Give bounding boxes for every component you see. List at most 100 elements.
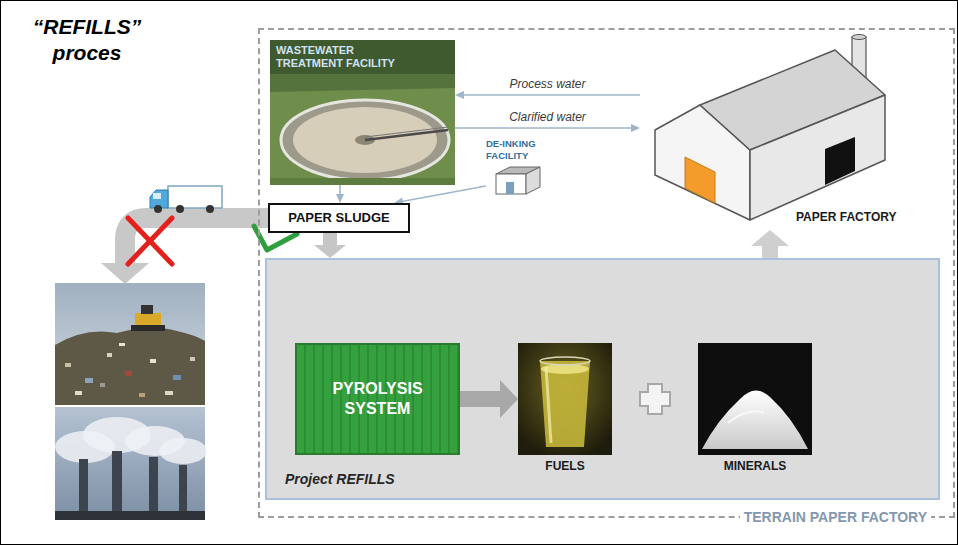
arrow-head [500, 380, 518, 418]
disposal-arrow [101, 263, 149, 284]
fuel-photo [518, 343, 612, 455]
fuels-item: FUELS [518, 343, 612, 481]
landfill-photo [100, 383, 105, 387]
plus-sign [640, 384, 670, 414]
wastewater-facility: WASTEWATER TREATMENT FACILITY [270, 40, 455, 185]
flow-label-holder: Process water [507, 77, 587, 91]
facility-label: DE-INKING FACILITY [486, 138, 550, 162]
arrow-shaft [460, 391, 501, 407]
flow-label-holder: Clarified water [507, 110, 588, 124]
arrow-head [336, 194, 344, 203]
item-label: FUELS [545, 459, 584, 473]
landfill-photo [65, 363, 71, 367]
disposal-arrow [101, 218, 268, 284]
flow-arrow [314, 233, 346, 258]
reject-cross [128, 218, 172, 264]
landfill-photo [139, 393, 145, 397]
truck-icon [206, 205, 214, 213]
pyrolysis-container: PYROLYSIS SYSTEM [295, 343, 460, 455]
arrow-shaft [339, 185, 341, 195]
diagram-title: “REFILLS” proces [20, 14, 154, 67]
panel-label: Project REFILLS [285, 471, 395, 488]
smokestack-photo [55, 511, 205, 520]
arrow-head [314, 245, 346, 258]
flow-label: Clarified water [507, 110, 588, 124]
wastewater-photo [270, 40, 455, 185]
factory-building [655, 35, 885, 221]
mineral-photo [698, 343, 812, 455]
landfill-photo [131, 325, 165, 331]
truck-icon [150, 186, 222, 213]
arrow-head [751, 230, 789, 246]
wastewater-photo [281, 100, 449, 180]
landfill-photo [141, 305, 153, 314]
mineral-photo [702, 390, 808, 449]
landfill-photo [173, 375, 181, 380]
landfill-photo [125, 371, 132, 376]
truck-icon [154, 205, 162, 213]
landfill-photo [135, 313, 161, 327]
flow-arrow [336, 185, 344, 203]
factory-building [750, 95, 885, 220]
wastewater-photo [270, 40, 455, 74]
landfill-photo [119, 343, 125, 346]
flow-arrow [751, 230, 789, 258]
wastewater-photo [270, 178, 455, 185]
arrow-head [455, 91, 464, 99]
panel-ground [265, 258, 940, 500]
smokestack-photo [55, 407, 207, 520]
wastewater-photo [270, 74, 455, 92]
deinking-building [506, 182, 514, 194]
flow-label: Process water [507, 77, 587, 91]
truck-icon [168, 186, 222, 208]
fuel-photo [518, 343, 612, 455]
smokestack-photo [112, 451, 122, 520]
reject-cross [128, 218, 172, 264]
minerals-item: MINERALS [698, 343, 812, 481]
arrow-shaft [402, 186, 486, 202]
landfill-photo [75, 391, 82, 395]
facility-label: WASTEWATER TREATMENT FACILITY [276, 44, 418, 70]
deinking-facility: DE-INKING FACILITY [486, 138, 550, 198]
paper-sludge-box: PAPER SLUDGE [268, 203, 410, 233]
landfill-photo [107, 353, 112, 357]
factory-label: PAPER FACTORY [796, 210, 896, 224]
wastewater-photo [270, 40, 455, 185]
factory-building [825, 137, 855, 185]
item-label: MINERALS [724, 459, 787, 473]
disposal-arrow [125, 218, 268, 263]
deinking-building [526, 167, 540, 194]
truck-icon [153, 193, 161, 199]
fuel-photo [518, 343, 612, 455]
landfill-photo [150, 359, 156, 363]
region-label: TERRAIN PAPER FACTORY [740, 509, 931, 526]
arrow-shaft [323, 233, 337, 246]
landfill-photo [55, 283, 205, 405]
mineral-photo [698, 343, 812, 455]
arrow-shaft [762, 245, 778, 258]
landfill-photo [190, 357, 195, 361]
container-label: PYROLYSIS SYSTEM [308, 379, 448, 419]
factory-building [852, 35, 866, 40]
arrow-head [631, 124, 640, 132]
landfill-photo [165, 391, 173, 395]
fuel-photo [540, 361, 590, 447]
fuel-photo [546, 367, 551, 443]
factory-terrain-region: WASTEWATER TREATMENT FACILITY PAPER FACTO… [258, 28, 955, 518]
smokestack-photo [79, 459, 88, 520]
box-label: PAPER SLUDGE [288, 210, 390, 226]
landfill-photo [85, 378, 93, 383]
paper-factory: PAPER FACTORY [640, 35, 915, 230]
smokestack-photo [159, 438, 207, 464]
smokestack-photo [149, 457, 158, 520]
landfill-photo [55, 283, 205, 405]
arrow-shaft [463, 94, 640, 96]
title-holder: “REFILLS” proces [20, 14, 154, 67]
arrow-shaft [455, 127, 632, 129]
fuel-photo [540, 357, 590, 365]
deinking-building [496, 167, 540, 194]
factory-building [685, 157, 715, 203]
